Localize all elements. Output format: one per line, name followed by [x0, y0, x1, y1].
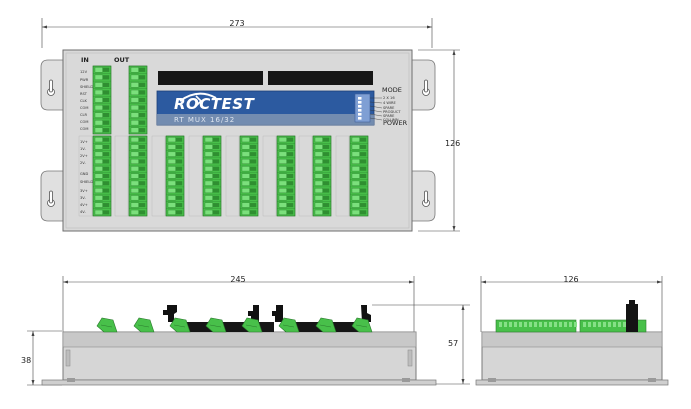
svg-text:SPARE: SPARE [383, 114, 395, 118]
front-base-flange [41, 379, 437, 386]
out-terminal-block [128, 65, 148, 135]
mount-ear-top-right [411, 59, 436, 111]
top-view: 273 126 IN OUT 12V PWR SHIELD R [40, 18, 460, 232]
front-latches [163, 305, 371, 322]
svg-text:CLK: CLK [80, 99, 88, 103]
channel-terminal-column-4 [202, 135, 222, 217]
front-view: 245 57 38 [21, 275, 470, 386]
channel-terminal-column-3 [165, 135, 185, 217]
front-terminal-tab-1 [96, 317, 118, 333]
brand-name: ROCTEST [174, 95, 256, 113]
front-width-dimension: 245 [230, 275, 245, 284]
svg-text:RST: RST [80, 92, 88, 96]
svg-text:CLR: CLR [80, 113, 88, 117]
side-view: 126 [475, 275, 669, 386]
top-height-dimension: 126 [445, 139, 460, 148]
svg-text:2V-: 2V- [80, 161, 87, 165]
front-terminal-tab-7 [315, 317, 337, 333]
side-width-dimension: 126 [563, 275, 578, 284]
svg-text:PWR: PWR [80, 78, 89, 82]
channel-terminal-blocks [78, 135, 369, 217]
in-terminal-block [92, 65, 112, 135]
side-black-connector [626, 304, 638, 332]
top-width-dimension: 273 [229, 19, 244, 28]
roctest-logo-icon [179, 92, 217, 107]
channel-terminal-column-6 [276, 135, 296, 217]
svg-text:4V-: 4V- [80, 210, 87, 214]
display-window-left [158, 71, 263, 85]
in-label: IN [81, 56, 89, 64]
front-terminal-tabs [96, 317, 373, 333]
front-terminal-tab-2 [133, 317, 155, 333]
model-name: RT MUX 16/32 [174, 116, 235, 124]
power-label: POWER [383, 119, 408, 127]
svg-text:1V-: 1V- [80, 147, 87, 151]
channel-terminal-column-7 [312, 135, 332, 217]
svg-text:4V+: 4V+ [80, 203, 88, 207]
svg-text:12V: 12V [80, 70, 88, 74]
svg-text:COM: COM [80, 127, 88, 131]
svg-text:SPARE: SPARE [383, 106, 395, 110]
front-connector-bar-left [178, 322, 274, 332]
front-base-dimension: 38 [21, 356, 31, 365]
svg-text:SHIELD: SHIELD [80, 180, 93, 184]
svg-text:1V+: 1V+ [80, 140, 88, 144]
channel-pin-labels: 1V+ 1V- 2V+ 2V- GND SHIELD 3V+ 3V- 4V+ 4… [80, 140, 93, 214]
channel-terminal-column-5 [239, 135, 259, 217]
out-label: OUT [114, 56, 130, 64]
svg-text:4 WIRE: 4 WIRE [383, 101, 397, 105]
channel-terminal-column-8 [349, 135, 369, 217]
front-terminal-tab-3 [169, 317, 191, 333]
svg-text:3V+: 3V+ [80, 189, 88, 193]
front-terminal-tab-5 [241, 317, 263, 333]
front-terminal-tab-8 [351, 317, 373, 333]
svg-text:COM: COM [80, 120, 88, 124]
mode-options: 2 X 16 4 WIRE SPARE PRODUCT SPARE COLUMN [383, 96, 401, 122]
channel-terminal-column-2 [128, 135, 148, 217]
front-terminal-tab-4 [205, 317, 227, 333]
mode-dip-switch [354, 93, 371, 123]
svg-text:GND: GND [80, 172, 88, 176]
front-height-dimension: 57 [448, 339, 458, 348]
svg-text:SHIELD: SHIELD [80, 85, 93, 89]
side-base-flange [475, 379, 669, 386]
svg-text:2 X 16: 2 X 16 [383, 96, 395, 100]
channel-terminal-column-1 [92, 135, 112, 217]
svg-text:COLUMN: COLUMN [383, 118, 399, 122]
svg-text:COM: COM [80, 106, 88, 110]
mode-label: MODE [382, 86, 402, 94]
svg-text:3V-: 3V- [80, 196, 87, 200]
upper-terminal-blocks [92, 65, 148, 135]
display-window-right [268, 71, 373, 85]
svg-text:2V+: 2V+ [80, 154, 88, 158]
svg-text:PRODUCT: PRODUCT [383, 110, 401, 114]
mount-ear-bottom-right [411, 170, 436, 222]
front-terminal-tab-6 [278, 317, 300, 333]
in-pin-labels: 12V PWR SHIELD RST CLK COM CLR COM COM [80, 70, 93, 131]
